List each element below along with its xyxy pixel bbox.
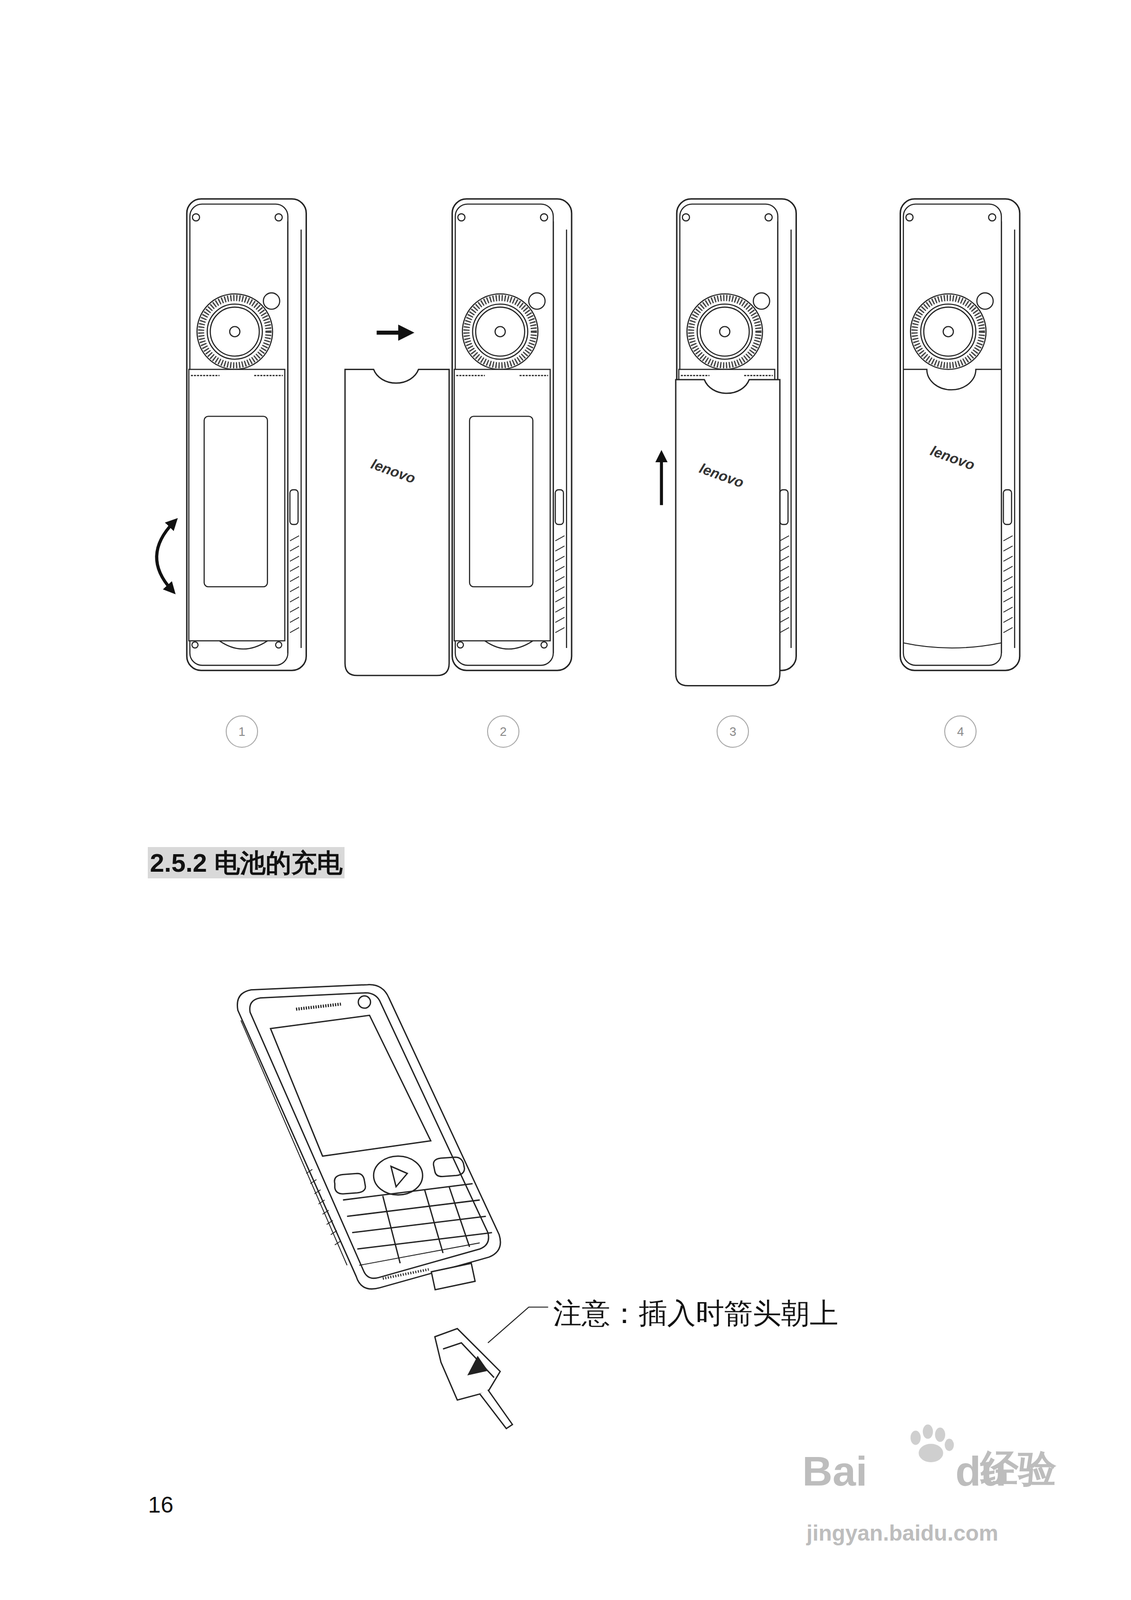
page-number: 16 [147,1492,173,1519]
step-number: 2 [499,725,507,739]
step-circle: 1 [225,715,259,748]
section-heading: 2.5.2 电池的充电 [147,847,345,879]
step-number: 3 [729,725,737,739]
step-circle: 4 [944,715,977,748]
step-number: 1 [238,725,246,739]
watermark-url: jingyan.baidu.com [806,1521,999,1547]
step-circle: 2 [487,715,520,748]
note-text: 注意：插入时箭头朝上 [553,1297,839,1331]
watermark: Bai [802,1447,868,1496]
step-number: 4 [957,725,964,739]
step-circle: 3 [716,715,749,748]
watermark: 经验 [980,1447,1057,1492]
